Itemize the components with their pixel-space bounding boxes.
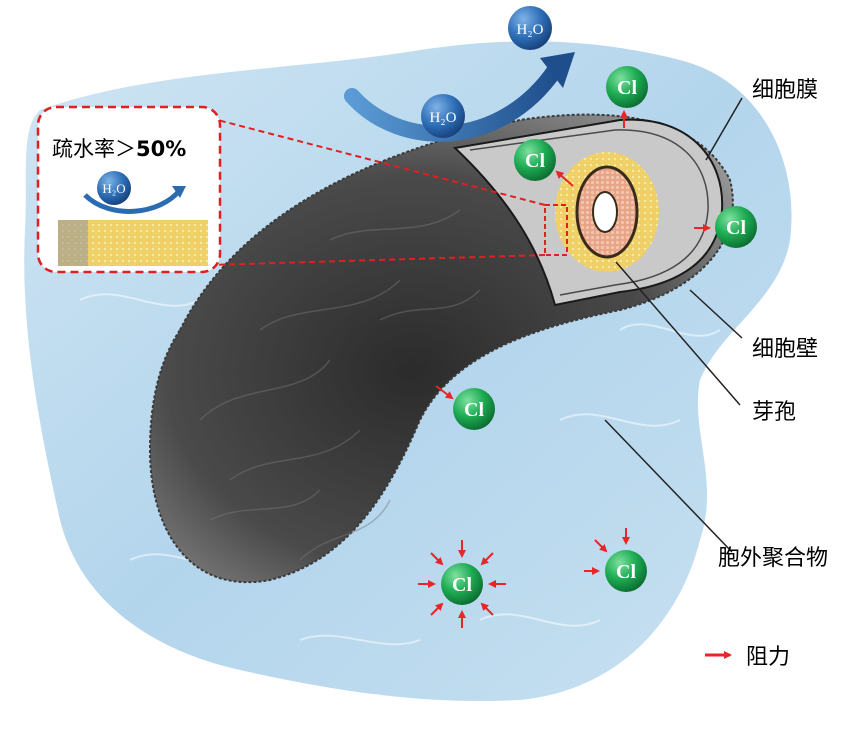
cell-texture — [199, 209, 481, 561]
water-label: H₂O — [430, 110, 457, 126]
water-label: H₂O — [517, 22, 544, 38]
cell-membrane-line — [469, 129, 709, 296]
hydrophobicity-value: 50% — [136, 137, 186, 161]
eps-label: 胞外聚合物 — [718, 546, 828, 571]
chloride-ion-icon: Cl — [694, 206, 757, 248]
chloride-ion-icon: Cl — [606, 66, 648, 128]
leader-lines — [604, 97, 743, 553]
chloride-ion-icon: Cl — [418, 540, 506, 628]
spore-label: 芽孢 — [752, 400, 796, 425]
water-molecule-icon — [508, 6, 552, 50]
spore-core — [592, 191, 618, 233]
cell-membrane-label: 细胞膜 — [752, 78, 818, 103]
svg-text:Cl: Cl — [726, 217, 746, 239]
zoom-region — [544, 204, 568, 256]
svg-text:Cl: Cl — [452, 574, 472, 596]
water-molecule-icon — [97, 171, 131, 205]
chloride-ion-icon: Cl — [435, 385, 495, 430]
svg-text:疏水率＞50%: 疏水率＞50% — [52, 137, 186, 161]
svg-text:Cl: Cl — [617, 77, 637, 99]
hydrophobicity-inset: 疏水率＞50% H₂O — [36, 105, 222, 274]
water-label: H₂O — [102, 181, 125, 196]
chloride-ion-icon: Cl — [514, 139, 574, 187]
chloride-ion-icon: Cl — [584, 528, 647, 592]
cell-wall-label: 细胞壁 — [752, 337, 818, 362]
water-molecule-icon — [421, 94, 465, 138]
hydrophobicity-label: 疏水率＞ — [52, 137, 136, 161]
inset-water-arc — [83, 188, 182, 214]
svg-text:Cl: Cl — [464, 399, 484, 421]
svg-text:Cl: Cl — [525, 150, 545, 172]
svg-text:Cl: Cl — [616, 561, 636, 583]
legend: 阻力 — [705, 645, 790, 670]
resistance-label: 阻力 — [746, 645, 790, 670]
